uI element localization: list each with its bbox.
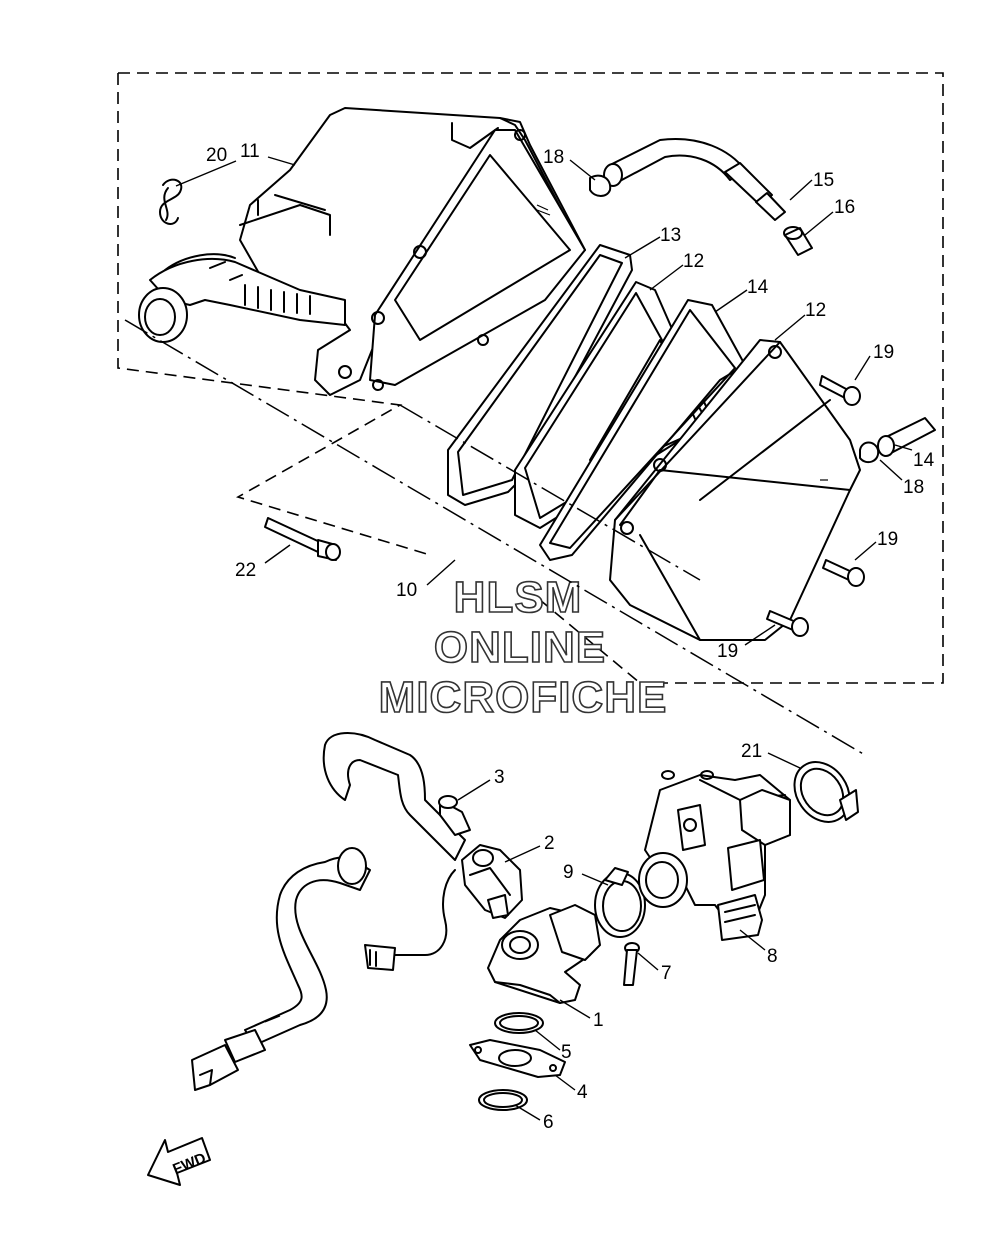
insulator-4 [469, 1039, 566, 1078]
callout-12: 12 [805, 300, 826, 321]
throttle-body [638, 770, 791, 941]
watermark-line-3: MICROFICHE [379, 673, 668, 722]
air-cleaner-case [239, 107, 586, 396]
watermark-line-1: HLSM [454, 573, 583, 622]
sensor-3 [438, 795, 471, 836]
callout-7: 7 [661, 963, 672, 984]
drain-hose [589, 138, 813, 256]
breather-cap [859, 417, 936, 464]
callout-5: 5 [561, 1042, 572, 1063]
intake-manifold [487, 904, 601, 1004]
callout-6: 6 [543, 1112, 554, 1133]
callouts: 20 11 18 15 16 13 12 14 12 19 14 18 19 1… [206, 141, 935, 1133]
callout-19-low: 19 [717, 641, 738, 662]
callout-9: 9 [563, 862, 574, 883]
callout-15: 14 [913, 450, 935, 471]
callout-3: 3 [494, 767, 505, 788]
screw-19-low [766, 610, 809, 637]
air-cleaner-cover [609, 339, 861, 641]
bolt-22 [264, 517, 341, 561]
callout-10: 10 [396, 580, 417, 601]
intake-duct [138, 253, 346, 343]
callout-8: 8 [767, 946, 778, 967]
callout-4: 4 [577, 1082, 588, 1103]
callout-13: 12 [683, 251, 704, 272]
callout-19-mid: 19 [877, 529, 898, 550]
callout-18-upper: 18 [543, 147, 564, 168]
breather-hose [191, 732, 466, 1091]
clamp-21 [793, 761, 859, 823]
callout-1: 1 [593, 1010, 604, 1031]
fwd-arrow: FWD [147, 1137, 211, 1186]
callout-17: 16 [834, 197, 855, 218]
callout-11: 11 [240, 141, 260, 162]
callout-19-top: 19 [873, 342, 894, 363]
sensor-wiring [364, 869, 456, 971]
leader-lines [175, 156, 913, 1121]
gasket-rear [539, 299, 746, 561]
callout-21: 21 [741, 741, 762, 762]
callout-18-lower: 18 [903, 477, 924, 498]
callout-14-front: 13 [660, 225, 681, 246]
callout-20: 20 [206, 145, 227, 166]
clamp-9 [594, 867, 646, 938]
callout-16: 15 [813, 170, 834, 191]
callout-22: 22 [235, 560, 256, 581]
module-2 [461, 844, 523, 919]
watermark-line-2: ONLINE [434, 623, 606, 672]
callout-14-rear: 14 [747, 277, 769, 298]
watermark: HLSM ONLINE MICROFICHE [378, 572, 668, 723]
screw-7 [623, 942, 640, 986]
screw-19-mid [822, 559, 865, 587]
wire-clip [159, 178, 183, 225]
callout-2: 2 [544, 833, 555, 854]
screw-19-top [819, 375, 861, 406]
